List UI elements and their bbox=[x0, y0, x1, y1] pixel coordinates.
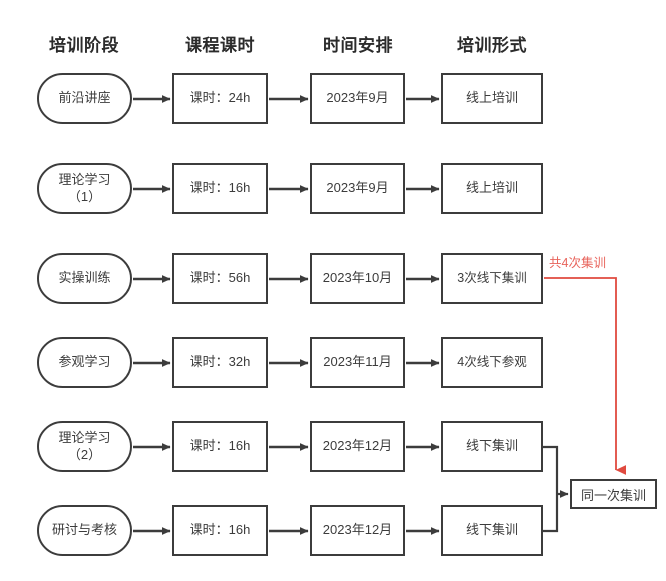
stage-node[interactable]: 实操训练 bbox=[37, 253, 132, 304]
column-header-hours: 课程课时 bbox=[185, 36, 255, 55]
red-connector-line bbox=[544, 277, 626, 475]
hours-node[interactable]: 课时：16h bbox=[172, 421, 268, 472]
schedule-node[interactable]: 2023年10月 bbox=[310, 253, 405, 304]
format-node[interactable]: 线上培训 bbox=[441, 73, 543, 124]
hours-node[interactable]: 课时：16h bbox=[172, 505, 268, 556]
hours-node[interactable]: 课时：16h bbox=[172, 163, 268, 214]
column-header-format: 培训形式 bbox=[457, 36, 527, 55]
column-header-schedule: 时间安排 bbox=[323, 36, 393, 55]
stage-node[interactable]: 参观学习 bbox=[37, 337, 132, 388]
stage-node[interactable]: 研讨与考核 bbox=[37, 505, 132, 556]
merge-target-node[interactable]: 同一次集训 bbox=[570, 479, 657, 509]
schedule-node[interactable]: 2023年9月 bbox=[310, 163, 405, 214]
schedule-node[interactable]: 2023年9月 bbox=[310, 73, 405, 124]
format-node[interactable]: 3次线下集训 bbox=[441, 253, 543, 304]
stage-node[interactable]: 前沿讲座 bbox=[37, 73, 132, 124]
column-header-stage: 培训阶段 bbox=[49, 36, 119, 55]
schedule-node[interactable]: 2023年11月 bbox=[310, 337, 405, 388]
format-node[interactable]: 线下集训 bbox=[441, 505, 543, 556]
schedule-node[interactable]: 2023年12月 bbox=[310, 421, 405, 472]
hours-node[interactable]: 课时：32h bbox=[172, 337, 268, 388]
stage-node[interactable]: 理论学习 （2） bbox=[37, 421, 132, 472]
merge-connector bbox=[543, 445, 559, 533]
schedule-node[interactable]: 2023年12月 bbox=[310, 505, 405, 556]
hours-node[interactable]: 课时：56h bbox=[172, 253, 268, 304]
hours-node[interactable]: 课时：24h bbox=[172, 73, 268, 124]
stage-node[interactable]: 理论学习 （1） bbox=[37, 163, 132, 214]
red-annotation-label: 共4次集训 bbox=[549, 256, 606, 270]
format-node[interactable]: 4次线下参观 bbox=[441, 337, 543, 388]
format-node[interactable]: 线上培训 bbox=[441, 163, 543, 214]
format-node[interactable]: 线下集训 bbox=[441, 421, 543, 472]
